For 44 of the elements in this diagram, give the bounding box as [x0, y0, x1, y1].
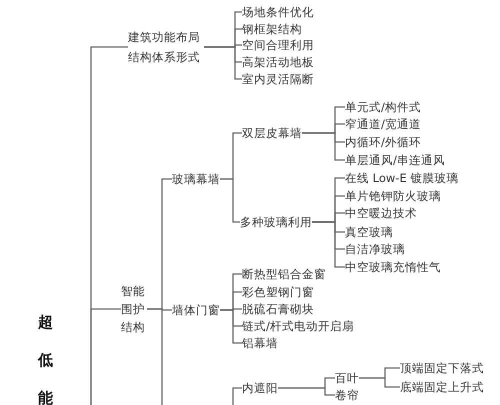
tree-label: 铝幕墙 — [242, 334, 278, 352]
tree-label: 彩色塑钢门窗 — [242, 284, 314, 300]
tree-label: 自洁净玻璃 — [345, 240, 405, 258]
vertical-title-character: 能 — [38, 389, 53, 405]
connector-line — [220, 309, 242, 344]
tree-label: 中空玻璃充惰性气 — [345, 258, 441, 276]
connector-line — [302, 132, 345, 161]
connector-line — [147, 308, 163, 405]
connector-line — [90, 308, 121, 405]
tree-label: 脱硫石膏砌块 — [242, 300, 314, 318]
connector-line — [220, 178, 240, 223]
tree-label: 墙体门窗 — [172, 302, 220, 318]
tree-label: 智能围护结构 — [121, 282, 147, 336]
tree-label: 单层通风/串连通风 — [345, 152, 445, 168]
vertical-title-character: 超 — [38, 313, 53, 331]
tree-label: 高架活动地板 — [242, 54, 314, 70]
tree-label: 玻璃幕墙 — [172, 170, 220, 188]
tree-label: 室内灵活隔断 — [242, 70, 314, 88]
tree-label: 单片铯钾防火玻璃 — [345, 188, 441, 204]
tree-label: 场地条件优化 — [242, 4, 314, 20]
tree-label: 卷帘 — [335, 386, 359, 404]
tree-label: 内遮阳 — [242, 380, 278, 396]
connector-line — [278, 387, 335, 396]
tree-label: 真空玻璃 — [345, 224, 393, 240]
tree-label: 多种玻璃利用 — [240, 214, 312, 230]
tree-label: 双层皮幕墙 — [242, 124, 302, 142]
tree-label: 中空暖边技术 — [345, 204, 417, 222]
tree-label: 空间合理利用 — [242, 36, 314, 54]
tree-label: 在线 Low-E 镀膜玻璃 — [345, 170, 458, 186]
tree-label: 百叶 — [335, 370, 359, 386]
tree-label: 底端固定上升式 — [400, 378, 484, 396]
connector-line — [232, 387, 242, 405]
tree-label: 钢框架结构 — [242, 20, 302, 38]
tree-label: 链式/杆式电动开启扇 — [242, 318, 354, 334]
vertical-title-character: 低 — [38, 351, 53, 369]
connector-line — [312, 221, 345, 268]
connector-line — [359, 377, 400, 388]
tree-label: 建筑功能布局结构体系形式 — [128, 27, 204, 67]
tree-label: 单元式/构件式 — [345, 98, 421, 116]
tree-label: 顶端固定下落式 — [400, 360, 484, 376]
connector-line — [204, 46, 242, 80]
tree-label: 窄通道/宽通道 — [345, 116, 421, 132]
tree-label: 内循环/外循环 — [345, 134, 421, 150]
tree-label: 断热型铝合金窗 — [242, 266, 326, 282]
